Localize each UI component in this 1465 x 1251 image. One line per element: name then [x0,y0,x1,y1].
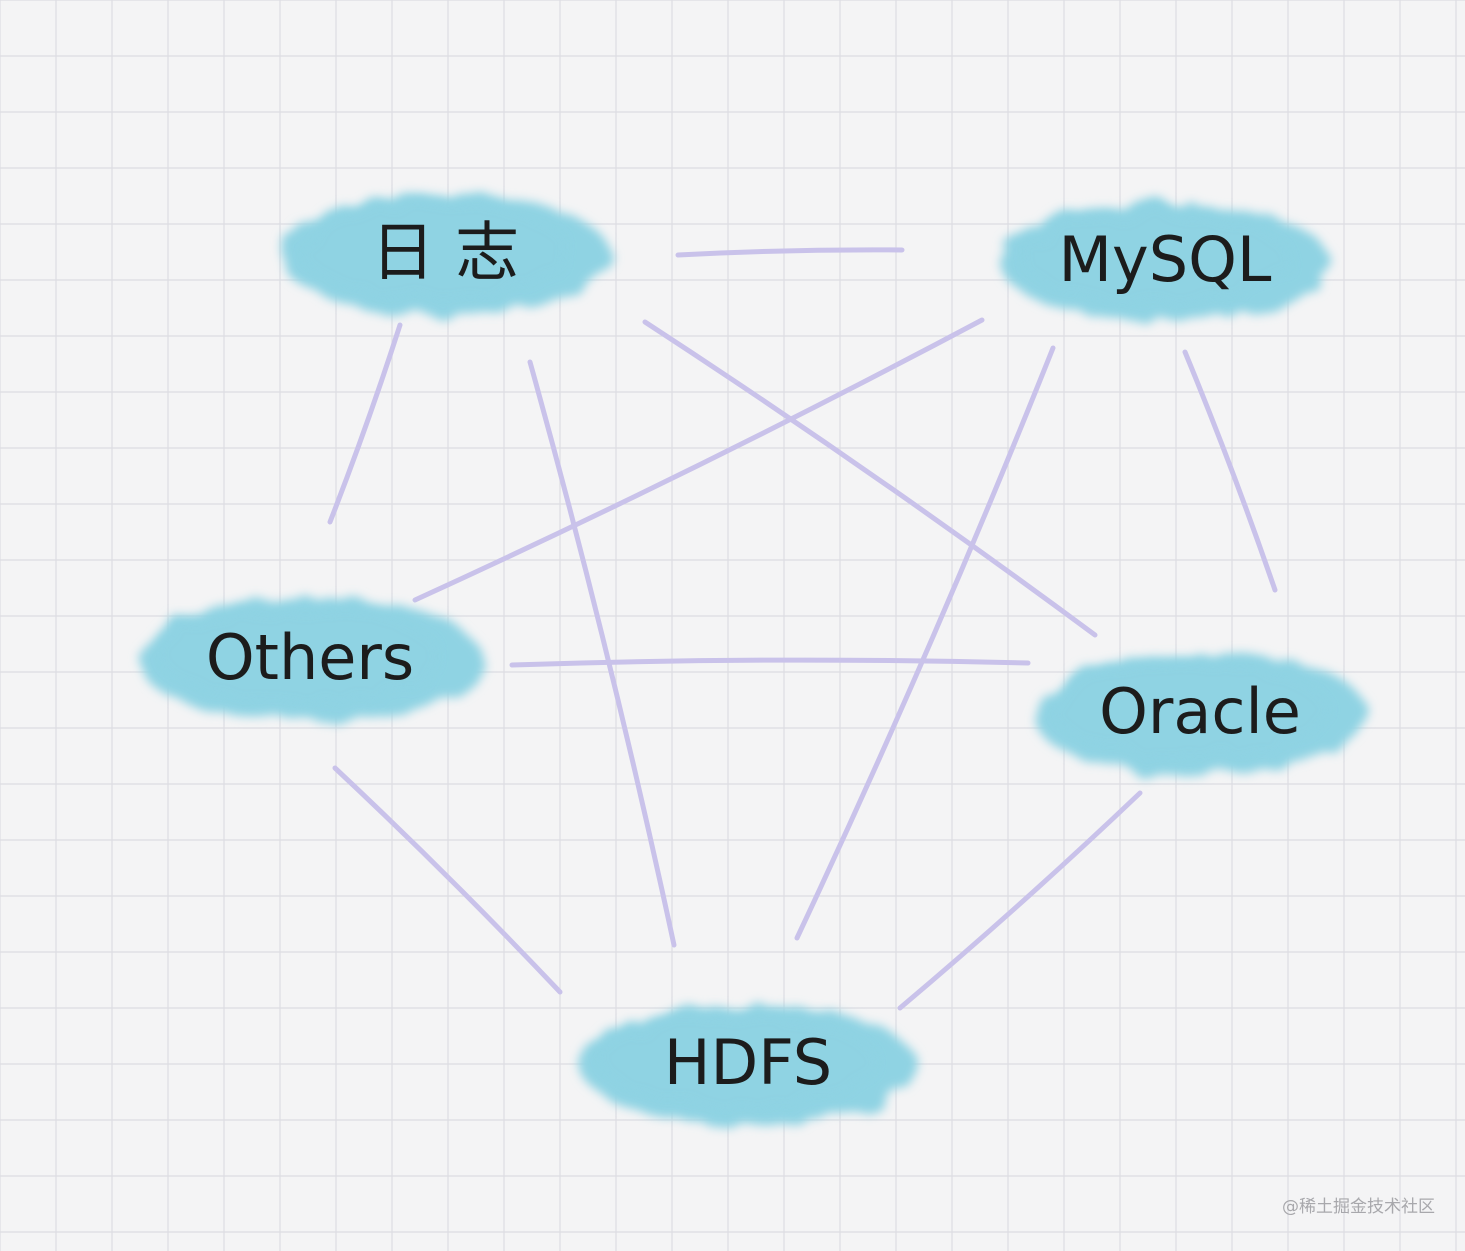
edge-mysql-hdfs [794,345,1056,941]
node-others: Others [138,598,482,722]
watermark: @稀土掘金技术社区 [1282,1197,1435,1217]
edge-rizhi-hdfs [527,359,677,948]
edge-others-hdfs [332,765,563,995]
node-hdfs-cloud-core [600,1014,876,1108]
node-hdfs-label: HDFS [664,1026,832,1099]
node-rizhi: 日 志 [280,193,610,317]
node-oracle-cloud-core [1052,661,1328,759]
edge-rizhi-mysql [675,247,905,258]
node-others-cloud-core [158,607,442,705]
node-oracle-label: Oracle [1099,675,1301,748]
node-others-label: Others [206,621,414,694]
edge-others-oracle [509,657,1031,668]
node-rizhi-cloud-core [299,202,571,300]
edge-rizhi-oracle [642,319,1098,638]
edge-group [327,247,1278,1011]
node-rizhi-label: 日 志 [371,217,519,291]
edge-rizhi-others [327,322,403,525]
node-mysql: MySQL [1000,202,1330,322]
node-mysql-label: MySQL [1059,223,1272,296]
node-oracle: Oracle [1032,652,1368,776]
edge-oracle-hdfs [897,790,1143,1011]
node-hdfs: HDFS [580,1005,916,1125]
node-mysql-cloud-core [1019,211,1291,305]
edge-mysql-others [412,317,985,603]
edge-mysql-oracle [1182,349,1278,593]
